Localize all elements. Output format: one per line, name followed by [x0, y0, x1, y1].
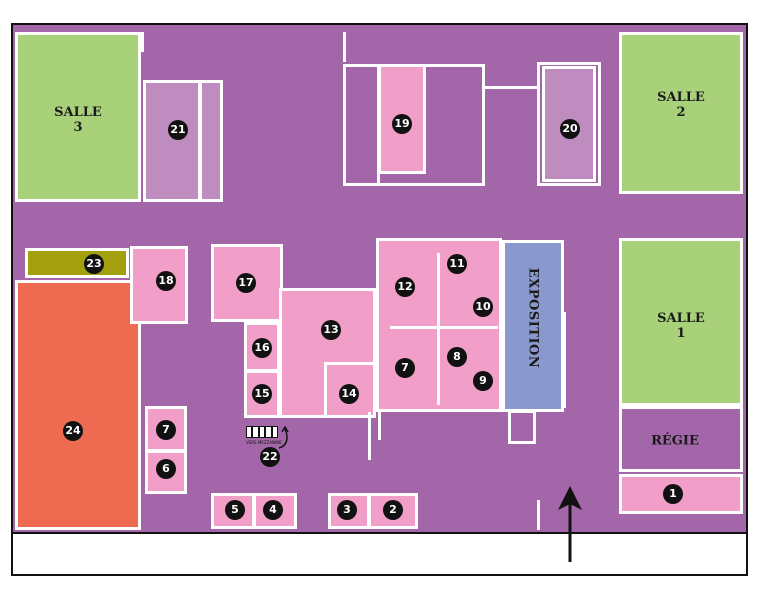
room-20-number: 20 [560, 119, 580, 139]
exposition-vestibule [508, 410, 536, 444]
curved-arrow-icon [278, 426, 289, 449]
room-2-number: 2 [383, 500, 403, 520]
salle-1[interactable] [619, 238, 743, 406]
room-7-left-number: 7 [156, 420, 176, 440]
room-3-number: 3 [337, 500, 357, 520]
room-19-number: 19 [392, 114, 412, 134]
room-13-number: 13 [321, 320, 341, 340]
salle-3-label: SALLE 3 [54, 105, 102, 135]
stairs-caption: VERS MEZZANINE [246, 440, 282, 445]
room-4-number: 4 [263, 500, 283, 520]
wall [378, 412, 381, 440]
up-arrow-icon [558, 486, 582, 562]
room-21-number: 21 [168, 120, 188, 140]
salle-2[interactable] [619, 32, 743, 194]
room-10-number: 10 [473, 297, 493, 317]
wall [390, 326, 498, 329]
room-23-number: 23 [84, 254, 104, 274]
room-1-number: 1 [663, 484, 683, 504]
room-24[interactable] [15, 280, 141, 530]
room-8-number: 8 [447, 347, 467, 367]
room-11-number: 11 [447, 254, 467, 274]
wall [141, 32, 144, 52]
salle-3[interactable] [15, 32, 141, 202]
room-16-number: 16 [252, 338, 272, 358]
room-15-number: 15 [252, 384, 272, 404]
room-18-number: 18 [156, 271, 176, 291]
regie[interactable] [619, 406, 743, 472]
wall [437, 253, 440, 405]
room-22-number: 22 [260, 447, 280, 467]
room-24-number: 24 [63, 421, 83, 441]
wall [563, 312, 566, 408]
exposition[interactable] [502, 240, 564, 412]
room-23[interactable] [25, 248, 129, 278]
wall [537, 500, 540, 530]
salle-1-label: SALLE 1 [657, 311, 705, 341]
wall [343, 32, 346, 62]
street [13, 532, 746, 574]
room-5-number: 5 [225, 500, 245, 520]
room-17-number: 17 [236, 273, 256, 293]
room-6-number: 6 [156, 459, 176, 479]
room-7-center-number: 7 [395, 358, 415, 378]
room-19-left [343, 64, 380, 186]
stairs-icon [246, 426, 278, 438]
room-21[interactable] [143, 80, 201, 202]
room-21-annex [199, 80, 223, 202]
regie-label: RÉGIE [651, 433, 699, 449]
exposition-label: EXPOSITION [525, 267, 541, 369]
room-12-number: 12 [395, 277, 415, 297]
room-3[interactable] [328, 493, 370, 529]
salle-2-label: SALLE 2 [657, 90, 705, 120]
wall [485, 86, 539, 89]
wall [368, 412, 371, 460]
room-9-number: 9 [473, 371, 493, 391]
room-14-number: 14 [339, 384, 359, 404]
